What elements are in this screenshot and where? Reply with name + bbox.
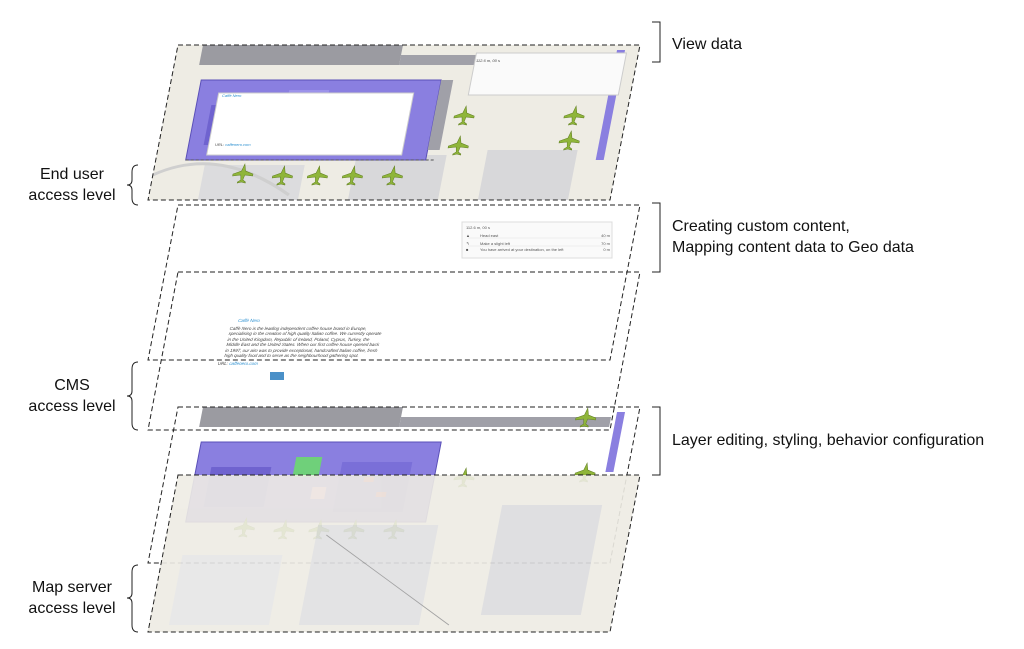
destination-icon: ■	[466, 247, 469, 252]
custom-content-label-1: Creating custom content,	[672, 218, 850, 235]
slight-left-icon: ↰	[466, 241, 470, 246]
cms-label-2: access level	[28, 398, 116, 415]
poi-content-layer	[147, 271, 641, 431]
map-server-label-1: Map server	[31, 579, 113, 596]
popup-url-top: URL: caffenero.com	[215, 142, 251, 147]
view-data-label: View data	[672, 36, 742, 53]
end-user-layer	[148, 45, 640, 200]
poi-body: Caffè Nero is the leading independent co…	[223, 325, 382, 359]
route-step: ■You have arrived at your destination, o…	[466, 247, 610, 252]
route-summary: 112.6 m, 00 s	[466, 225, 490, 230]
custom-content-label-2: Mapping content data to Geo data	[672, 239, 914, 256]
right-brackets	[652, 21, 661, 476]
map-server-layer	[147, 474, 641, 633]
poi-url-label: URL:	[217, 360, 229, 366]
poi-title: Caffè Nero	[237, 318, 261, 323]
end-user-label-2: access level	[28, 187, 116, 204]
poi-popup: Caffè Nero Caffè Nero is the leading ind…	[217, 318, 386, 366]
svg-text:112.6 m, 00 s: 112.6 m, 00 s	[476, 58, 500, 63]
layer-editing-label: Layer editing, styling, behavior configu…	[672, 432, 985, 449]
end-user-label-1: End user	[39, 166, 105, 183]
poi-url-link[interactable]: caffenero.com	[228, 360, 259, 366]
map-server-label-2: access level	[28, 600, 116, 617]
end-user-popup-text: Caffè Nero URL: caffenero.com 112.6 m, 0…	[215, 58, 500, 147]
popup-title: Caffè Nero	[222, 93, 242, 98]
head-arrow-icon: ▲	[466, 233, 470, 238]
cms-label-1: CMS	[54, 377, 90, 394]
poi-url-row: URL: caffenero.com	[217, 361, 378, 367]
route-content-layer	[147, 204, 641, 361]
left-braces	[126, 164, 139, 633]
